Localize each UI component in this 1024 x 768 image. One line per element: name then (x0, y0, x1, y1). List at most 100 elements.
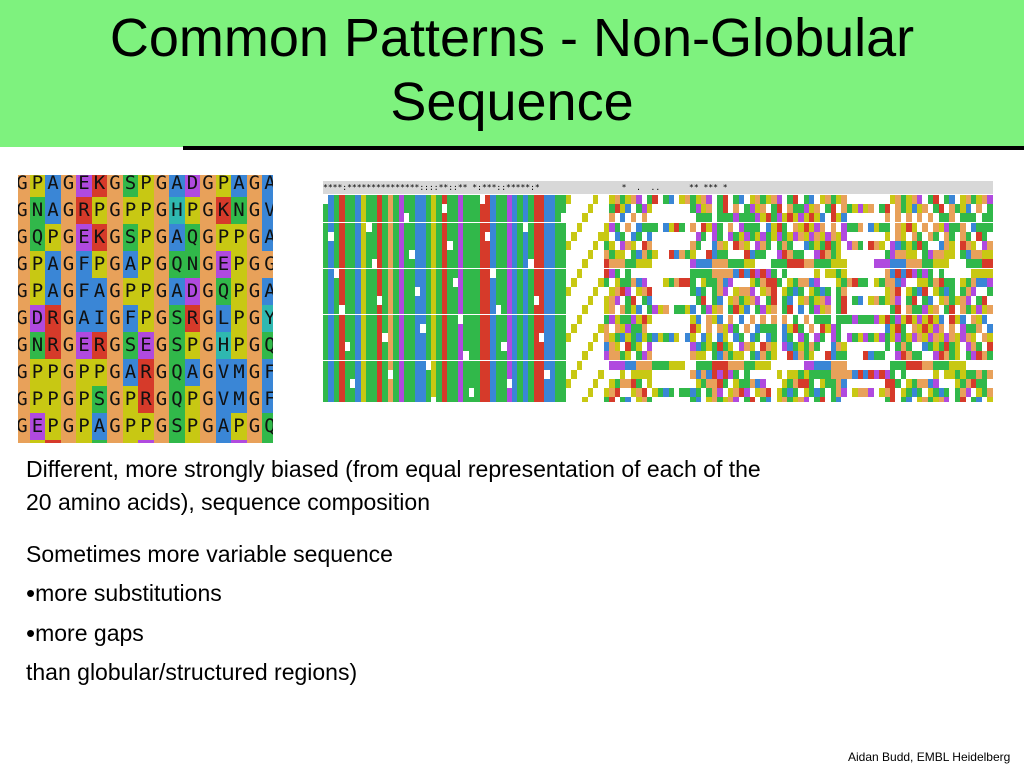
alignment-cell (695, 314, 701, 324)
alignment-cell (539, 195, 545, 204)
alignment-cell (366, 287, 372, 296)
alignment-cell (544, 268, 550, 278)
alignment-cell (323, 314, 329, 324)
alignment-cell (841, 195, 847, 204)
alignment-cell (555, 222, 561, 232)
alignment-row (323, 259, 993, 269)
alignment-cell (755, 342, 761, 352)
alignment-cell (933, 333, 939, 342)
alignment-cell (468, 360, 475, 370)
alignment-cell (609, 268, 615, 278)
alignment-cell (717, 397, 723, 402)
alignment-cell (528, 379, 534, 388)
alignment-cell (782, 333, 788, 342)
alignment-cell (576, 369, 583, 379)
alignment-cell (587, 351, 593, 361)
alignment-cell (458, 250, 464, 260)
alignment-cell (657, 231, 664, 241)
alignment-cell (414, 296, 421, 306)
alignment-cell (344, 323, 350, 333)
alignment-cell (441, 369, 448, 379)
alignment-cell (468, 213, 475, 223)
residue-cell: G (246, 251, 263, 278)
alignment-cell (890, 213, 896, 223)
alignment-cell (965, 277, 971, 287)
alignment-cell (495, 204, 502, 214)
alignment-cell (674, 222, 680, 232)
alignment-cell (485, 397, 491, 402)
alignment-cell (393, 241, 399, 250)
alignment-cell (873, 323, 880, 333)
alignment-cell (760, 222, 766, 232)
alignment-cell (717, 204, 723, 214)
alignment-cell (836, 250, 842, 260)
alignment-cell (652, 379, 658, 388)
alignment-cell (981, 259, 988, 269)
alignment-cell (809, 314, 815, 324)
alignment-cell (711, 259, 718, 269)
alignment-cell (987, 195, 993, 204)
alignment-cell (717, 351, 723, 361)
alignment-cell (398, 342, 404, 352)
alignment-cell (976, 323, 982, 333)
alignment-cell (809, 259, 815, 269)
alignment-row (323, 379, 993, 388)
alignment-cell (765, 333, 772, 342)
alignment-cell (387, 397, 394, 402)
residue-cell: H (215, 332, 232, 359)
alignment-cell (333, 195, 340, 204)
alignment-cell (884, 204, 890, 214)
alignment-cell (323, 323, 329, 333)
alignment-cell (706, 360, 712, 370)
alignment-cell (420, 333, 426, 342)
alignment-cell (598, 213, 604, 223)
alignment-cell (522, 204, 529, 214)
alignment-cell (377, 250, 383, 260)
alignment-cell (749, 241, 755, 250)
alignment-cell (684, 259, 691, 269)
alignment-cell (938, 259, 944, 269)
residue-cell: E (29, 413, 46, 440)
alignment-cell (517, 388, 523, 398)
alignment-cell (701, 379, 707, 388)
residue-cell: G (200, 440, 216, 443)
alignment-cell (792, 305, 799, 315)
alignment-cell (328, 195, 334, 204)
alignment-cell (598, 250, 604, 260)
alignment-cell (355, 213, 361, 223)
alignment-cell (792, 195, 799, 204)
alignment-cell (782, 314, 788, 324)
alignment-cell (512, 259, 518, 269)
alignment-cell (485, 369, 491, 379)
alignment-cell (512, 314, 518, 324)
alignment-cell (598, 195, 604, 204)
alignment-row (323, 397, 993, 402)
alignment-cell (798, 379, 804, 388)
alignment-cell (495, 296, 502, 306)
alignment-cell (468, 204, 475, 214)
alignment-cell (420, 314, 426, 324)
alignment-cell (587, 204, 593, 214)
alignment-cell (360, 204, 367, 214)
alignment-cell (803, 195, 809, 204)
alignment-cell (333, 231, 340, 241)
alignment-cell (819, 397, 826, 402)
alignment-cell (841, 360, 847, 370)
alignment-cell (485, 250, 491, 260)
alignment-cell (479, 268, 485, 278)
alignment-cell (819, 360, 826, 370)
alignment-cell (323, 241, 329, 250)
alignment-cell (684, 369, 691, 379)
alignment-cell (522, 369, 529, 379)
alignment-cell (873, 360, 880, 370)
alignment-cell (614, 342, 620, 352)
residue-cell: P (231, 413, 247, 440)
alignment-cell (652, 250, 658, 260)
alignment-cell (701, 259, 707, 269)
alignment-cell (328, 305, 334, 315)
alignment-cell (501, 222, 507, 232)
alignment-cell (366, 195, 372, 204)
alignment-cell (409, 369, 415, 379)
alignment-cell (879, 287, 885, 296)
alignment-cell (647, 342, 653, 352)
